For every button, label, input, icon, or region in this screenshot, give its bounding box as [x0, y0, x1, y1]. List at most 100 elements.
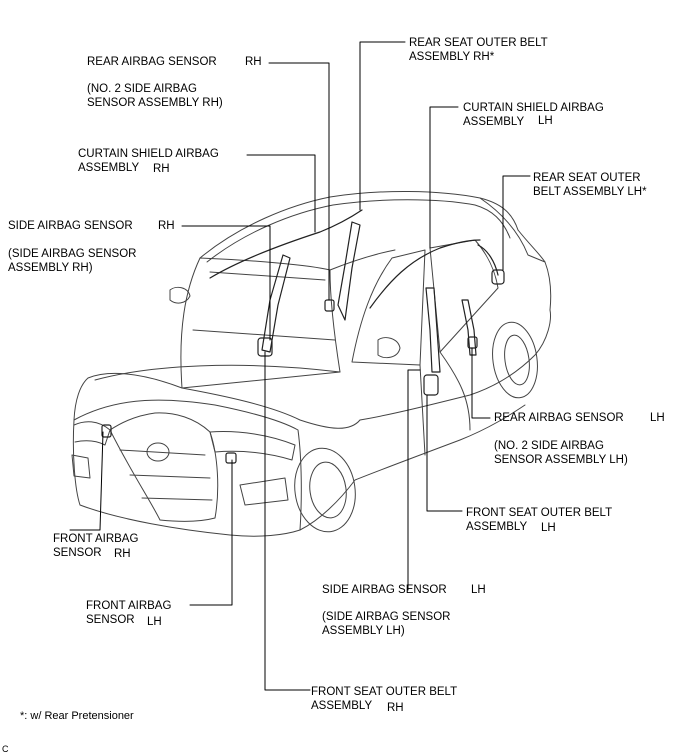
- windshield-inner: [192, 271, 336, 341]
- front-sensor-lh-part: [225, 452, 237, 464]
- side-front-airbag-sensor-rh: RH: [114, 548, 131, 560]
- grille-mesh: [119, 449, 213, 501]
- label-line: (NO. 2 SIDE AIRBAG: [87, 83, 197, 95]
- headlight-lh: [209, 431, 296, 461]
- label-line: (NO. 2 SIDE AIRBAG: [494, 440, 604, 452]
- trunk-line: [517, 229, 546, 263]
- belt-rear-rh: [337, 221, 361, 321]
- front-logo: [146, 442, 170, 462]
- label-line: FRONT SEAT OUTER BELT: [466, 507, 613, 519]
- door-line-rear: [439, 351, 471, 431]
- label-line: SENSOR ASSEMBLY RH): [87, 97, 223, 109]
- roof-inner-line: [206, 199, 511, 263]
- label-side-airbag-sensor-lh: SIDE AIRBAG SENSOR: [322, 583, 447, 597]
- label-line: SIDE AIRBAG SENSOR: [8, 220, 133, 232]
- label-line: REAR SEAT OUTER BELT: [409, 37, 548, 49]
- rear-sensor-rh-part: [324, 299, 335, 312]
- label-line: SENSOR ASSEMBLY LH): [494, 454, 628, 466]
- side-side-airbag-sensor-rh: RH: [158, 220, 175, 232]
- label-rear-airbag-sensor-lh-sub: (NO. 2 SIDE AIRBAG SENSOR ASSEMBLY LH): [494, 439, 628, 467]
- leader-front-airbag-sensor-lh: [189, 459, 233, 606]
- label-curtain-shield-rh: CURTAIN SHIELD AIRBAG ASSEMBLY: [78, 147, 219, 175]
- side-rear-airbag-sensor-rh: RH: [245, 56, 262, 68]
- fog-lh: [239, 477, 289, 506]
- leader-front-airbag-sensor-rh: [69, 431, 104, 531]
- label-line: ASSEMBLY: [311, 700, 373, 712]
- label-line: ASSEMBLY RH*: [409, 51, 495, 63]
- label-rear-airbag-sensor-rh: REAR AIRBAG SENSOR: [87, 55, 217, 69]
- label-line: ASSEMBLY: [78, 162, 140, 174]
- label-line: (SIDE AIRBAG SENSOR: [8, 248, 137, 260]
- label-line: SIDE AIRBAG SENSOR: [322, 584, 447, 596]
- leader-rear-airbag-sensor-lh: [471, 347, 491, 419]
- body-lower: [299, 404, 526, 531]
- rear-window: [479, 197, 552, 311]
- label-front-airbag-sensor-lh: FRONT AIRBAG SENSOR: [86, 599, 171, 627]
- label-rear-airbag-sensor-lh: REAR AIRBAG SENSOR: [494, 411, 624, 425]
- fog-rh: [71, 454, 91, 479]
- leader-front-seat-belt-rh: [264, 351, 311, 691]
- leader-rear-seat-belt-lh: [502, 175, 531, 271]
- label-line: BELT ASSEMBLY LH*: [533, 186, 647, 198]
- side-front-seat-belt-rh: RH: [387, 702, 404, 714]
- side-side-airbag-sensor-lh: LH: [471, 584, 486, 596]
- leader-curtain-shield-lh: [429, 106, 459, 249]
- belt-rear-lh-upper: [477, 244, 499, 276]
- label-rear-airbag-sensor-rh-sub: (NO. 2 SIDE AIRBAG SENSOR ASSEMBLY RH): [87, 82, 223, 110]
- side-curtain-shield-rh: RH: [153, 163, 170, 175]
- belt-front-lh: [425, 287, 441, 373]
- mirror-rh: [169, 286, 191, 304]
- label-side-airbag-sensor-rh: SIDE AIRBAG SENSOR: [8, 219, 133, 233]
- label-line: FRONT AIRBAG: [53, 533, 139, 545]
- rear-side-window: [429, 239, 499, 353]
- leader-rear-airbag-sensor-rh: [268, 62, 330, 301]
- label-line: SENSOR: [53, 547, 102, 559]
- rear-wheel-inner: [504, 334, 530, 386]
- side-curtain-shield-lh: LH: [538, 115, 553, 127]
- label-line: REAR AIRBAG SENSOR: [494, 412, 624, 424]
- label-front-seat-belt-lh: FRONT SEAT OUTER BELT ASSEMBLY: [466, 506, 612, 534]
- corner-code: C: [2, 744, 9, 754]
- rear-wheel: [492, 321, 538, 399]
- label-rear-seat-belt-lh: REAR SEAT OUTER BELT ASSEMBLY LH*: [533, 171, 647, 199]
- label-line: ASSEMBLY LH): [322, 625, 405, 637]
- front-side-window: [351, 249, 426, 366]
- leader-side-airbag-sensor-lh: [407, 369, 421, 591]
- label-line: (SIDE AIRBAG SENSOR: [322, 611, 451, 623]
- label-line: SENSOR: [86, 614, 135, 626]
- mirror-lh: [377, 337, 401, 359]
- leader-side-airbag-sensor-rh: [181, 225, 271, 341]
- front-sensor-rh-part: [101, 424, 112, 438]
- front-wheel-inner: [309, 461, 347, 519]
- leader-front-seat-belt-lh: [426, 394, 463, 512]
- label-line: FRONT AIRBAG: [86, 600, 172, 612]
- leader-rear-seat-belt-rh: [359, 41, 406, 211]
- label-line: CURTAIN SHIELD AIRBAG: [463, 102, 604, 114]
- label-side-airbag-sensor-rh-sub: (SIDE AIRBAG SENSOR ASSEMBLY RH): [8, 247, 136, 275]
- side-rear-airbag-sensor-lh: LH: [650, 412, 665, 424]
- hood: [73, 372, 361, 429]
- label-front-seat-belt-rh: FRONT SEAT OUTER BELT ASSEMBLY: [311, 685, 457, 713]
- curtain-shield-lh: [369, 239, 481, 309]
- hood-crease: [94, 364, 341, 381]
- label-line: ASSEMBLY RH): [8, 262, 93, 274]
- label-line: CURTAIN SHIELD AIRBAG: [78, 148, 219, 160]
- front-face: [72, 399, 302, 537]
- grille-spindle: [109, 429, 219, 522]
- label-line: REAR SEAT OUTER: [533, 172, 641, 184]
- label-front-airbag-sensor-rh: FRONT AIRBAG SENSOR: [53, 532, 138, 560]
- label-line: ASSEMBLY: [463, 116, 525, 128]
- belt-rear-lh: [461, 299, 477, 356]
- door-line-front: [419, 364, 426, 456]
- label-line: FRONT SEAT OUTER BELT: [311, 686, 458, 698]
- retractor-front-lh: [423, 374, 439, 396]
- label-rear-seat-belt-rh: REAR SEAT OUTER BELT ASSEMBLY RH*: [409, 36, 548, 64]
- footnote: *: w/ Rear Pretensioner: [20, 710, 134, 722]
- label-side-airbag-sensor-lh-sub: (SIDE AIRBAG SENSOR ASSEMBLY LH): [322, 610, 450, 638]
- a-pillar: [329, 249, 396, 271]
- label-line: REAR AIRBAG SENSOR: [87, 56, 217, 68]
- label-line: ASSEMBLY: [466, 521, 528, 533]
- grille-upper: [109, 412, 211, 433]
